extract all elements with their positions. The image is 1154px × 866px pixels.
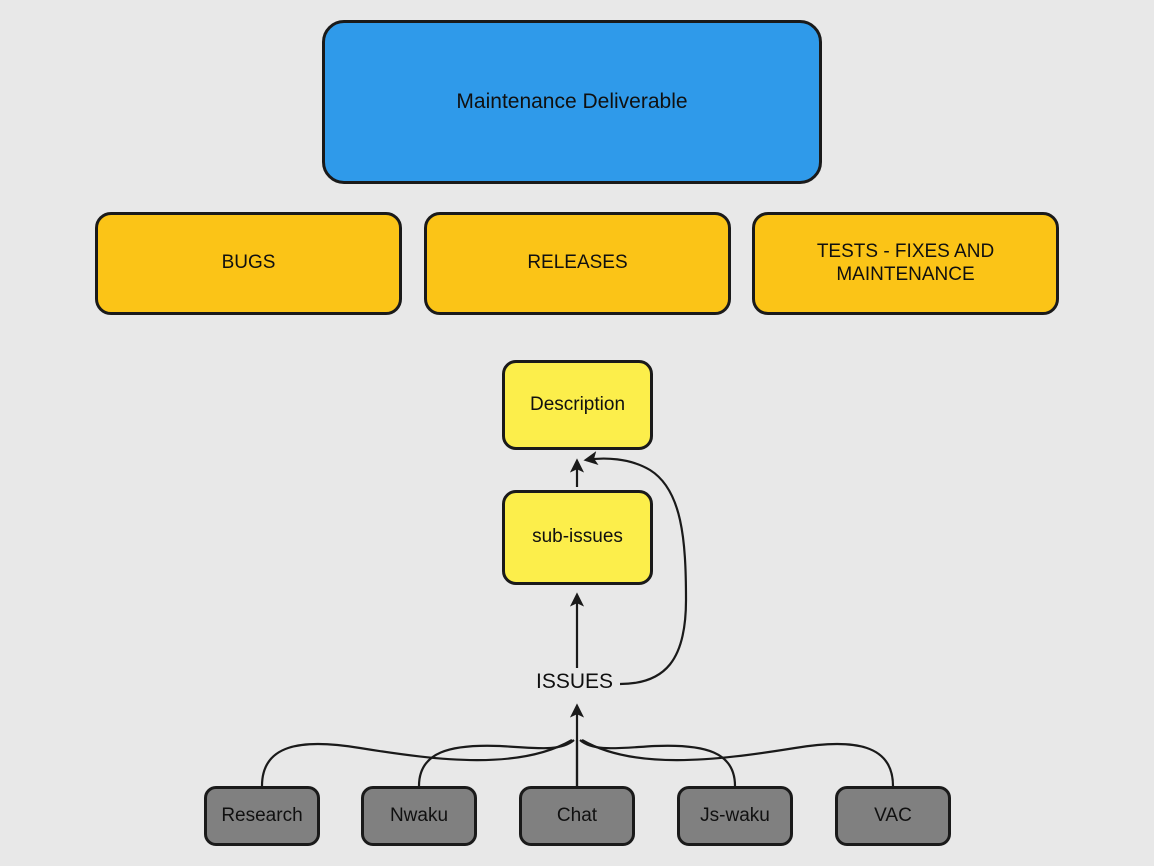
node-description[interactable]: Description [502, 360, 653, 450]
edge-label-issues: ISSUES [533, 670, 617, 694]
node-research[interactable]: Research [204, 786, 320, 846]
node-releases[interactable]: RELEASES [424, 212, 731, 315]
node-bugs[interactable]: BUGS [95, 212, 402, 315]
edge-research-to-issues [260, 739, 573, 787]
node-label: BUGS [221, 252, 276, 274]
node-sub-issues[interactable]: sub-issues [502, 490, 653, 585]
edge-jswaku-to-issues [579, 739, 737, 787]
node-js-waku[interactable]: Js-waku [677, 786, 793, 846]
edge-nwaku-to-issues [417, 739, 575, 787]
node-label: sub-issues [532, 526, 623, 548]
node-maintenance-deliverable[interactable]: Maintenance Deliverable [322, 20, 822, 184]
node-label: RELEASES [527, 252, 628, 274]
edge-vac-to-issues [581, 739, 895, 787]
node-tests-fixes-and-maintenance[interactable]: TESTS - FIXES AND MAINTENANCE [752, 212, 1059, 315]
node-label: Description [529, 393, 626, 415]
node-label: Js-waku [700, 804, 770, 826]
edge-issues-to-description-curve [583, 451, 688, 686]
node-label: TESTS - FIXES AND MAINTENANCE [816, 240, 995, 285]
node-label: Maintenance Deliverable [456, 90, 688, 114]
node-nwaku[interactable]: Nwaku [361, 786, 477, 846]
node-label: Research [221, 804, 303, 826]
node-vac[interactable]: VAC [835, 786, 951, 846]
node-label: Chat [556, 804, 598, 826]
node-label: Nwaku [389, 804, 449, 826]
node-chat[interactable]: Chat [519, 786, 635, 846]
node-label: VAC [874, 804, 912, 826]
